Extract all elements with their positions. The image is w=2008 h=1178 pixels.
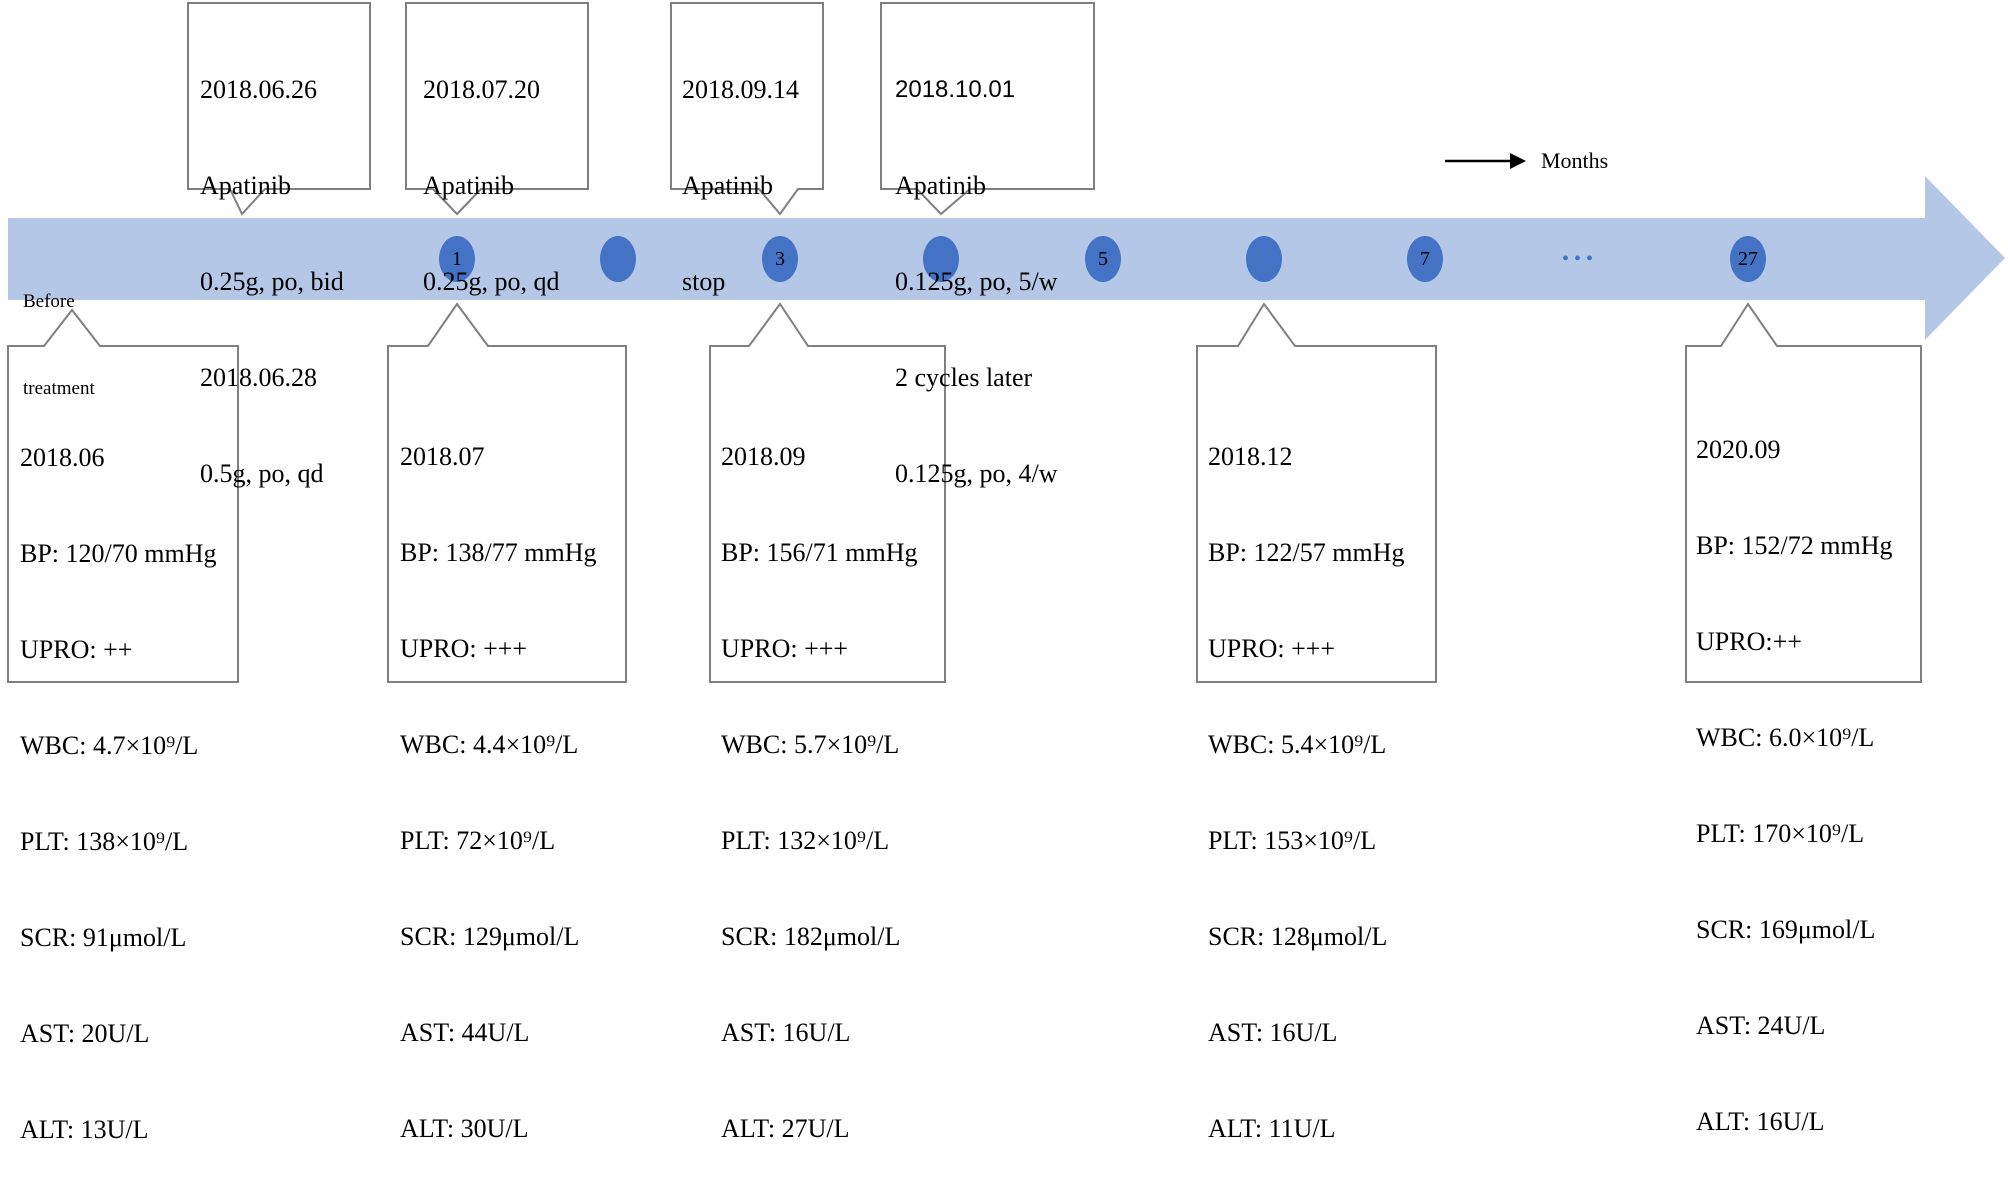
event-line: 0.125g, po, 5/w [895, 267, 1058, 296]
event-line: 2018.07.20 [423, 75, 540, 104]
event-line: WBC: 6.0×10⁹/L [1696, 723, 1875, 752]
event-line: Apatinib [200, 171, 291, 200]
event-line: 2018.06.26 [200, 75, 317, 104]
legend-label: Months [1541, 148, 1609, 173]
event-line: SCR: 169μmol/L [1696, 915, 1876, 944]
event-line: 0.125g, po, 4/w [895, 459, 1058, 488]
month-node [600, 236, 636, 282]
top-event-3: 2018.09.14 Apatinib stop [682, 10, 799, 330]
event-line: WBC: 5.7×10⁹/L [721, 730, 900, 759]
event-line: ALT: 13U/L [20, 1115, 149, 1144]
ellipsis-dots: • • • [1562, 248, 1594, 270]
bottom-event-1: 2018.06 BP: 120/70 mmHg UPRO: ++ WBC: 4.… [20, 378, 216, 1178]
event-line: ALT: 27U/L [721, 1114, 850, 1143]
bottom-event-3: 2018.09 BP: 156/71 mmHg UPRO: +++ WBC: 5… [721, 377, 917, 1177]
event-line: SCR: 91μmol/L [20, 923, 187, 952]
event-line: PLT: 138×10⁹/L [20, 827, 189, 856]
event-line: PLT: 132×10⁹/L [721, 826, 890, 855]
top-event-1: 2018.06.26 Apatinib 0.25g, po, bid 2018.… [200, 10, 344, 522]
bottom-event-4: 2018.12 BP: 122/57 mmHg UPRO: +++ WBC: 5… [1208, 377, 1404, 1177]
event-line: 2020.09 [1696, 435, 1781, 464]
timeline-diagram [7, 2, 2005, 683]
event-line: ALT: 11U/L [1208, 1114, 1336, 1143]
event-line: UPRO:++ [1696, 627, 1802, 656]
month-node [923, 236, 959, 282]
event-line: AST: 16U/L [721, 1018, 851, 1047]
month-node [1246, 236, 1282, 282]
event-line: PLT: 72×10⁹/L [400, 826, 556, 855]
event-line: WBC: 5.4×10⁹/L [1208, 730, 1387, 759]
before-treatment-line1: Before [23, 291, 75, 312]
bottom-event-2: 2018.07 BP: 138/77 mmHg UPRO: +++ WBC: 4… [400, 377, 596, 1177]
event-line: 0.5g, po, qd [200, 459, 324, 488]
event-line: BP: 152/72 mmHg [1696, 531, 1893, 560]
event-line: 2018.06 [20, 443, 105, 472]
top-event-2: 2018.07.20 Apatinib 0.25g, po, qd [423, 10, 560, 330]
month-node [439, 236, 475, 282]
event-line: Apatinib [423, 171, 514, 200]
month-node [1085, 236, 1121, 282]
top-callout-2 [405, 2, 589, 216]
event-line: 2018.09.14 [682, 75, 799, 104]
event-line: AST: 16U/L [1208, 1018, 1338, 1047]
event-line: UPRO: +++ [721, 634, 849, 663]
top-callout-4 [880, 2, 1095, 216]
event-line: AST: 20U/L [20, 1019, 150, 1048]
top-event-4: 2018.10.01 Apatinib 0.125g, po, 5/w 2 cy… [895, 10, 1058, 522]
event-line: SCR: 128μmol/L [1208, 922, 1388, 951]
month-node [1407, 236, 1443, 282]
month-node [1730, 236, 1766, 282]
bottom-callout-4 [1196, 302, 1437, 683]
event-line: PLT: 153×10⁹/L [1208, 826, 1377, 855]
event-line: ALT: 16U/L [1696, 1107, 1825, 1136]
event-line: 2018.07 [400, 442, 485, 471]
month-label: 27 [1738, 248, 1758, 270]
event-line: BP: 138/77 mmHg [400, 538, 597, 567]
bottom-callout-1 [7, 308, 239, 683]
event-line: PLT: 170×10⁹/L [1696, 819, 1865, 848]
month-label: 3 [775, 248, 785, 270]
top-callout-1 [187, 2, 371, 216]
event-line: 2018.12 [1208, 442, 1293, 471]
bottom-callout-3 [709, 302, 946, 683]
event-line: SCR: 182μmol/L [721, 922, 901, 951]
event-line: BP: 156/71 mmHg [721, 538, 918, 567]
event-line: UPRO: +++ [400, 634, 528, 663]
top-callout-3 [670, 2, 824, 216]
event-line: 0.25g, po, qd [423, 267, 560, 296]
event-line: AST: 24U/L [1696, 1011, 1826, 1040]
event-line: SCR: 129μmol/L [400, 922, 580, 951]
event-line: 0.25g, po, bid [200, 267, 344, 296]
legend-arrow-icon [1445, 153, 1526, 169]
month-node [762, 236, 798, 282]
event-line: AST: 44U/L [400, 1018, 530, 1047]
timeline-arrow [8, 176, 2005, 340]
event-line: WBC: 4.4×10⁹/L [400, 730, 579, 759]
event-line: stop [682, 267, 726, 296]
event-line: UPRO: +++ [1208, 634, 1336, 663]
before-treatment-label: Before treatment [23, 229, 95, 432]
event-line: Apatinib [895, 171, 986, 200]
event-line: BP: 120/70 mmHg [20, 539, 217, 568]
bottom-callout-2 [387, 302, 627, 683]
month-label: 5 [1098, 248, 1108, 270]
month-nodes [439, 236, 1766, 282]
event-line: 2018.06.28 [200, 363, 317, 392]
event-line: WBC: 4.7×10⁹/L [20, 731, 199, 760]
month-label: 1 [452, 248, 462, 270]
month-label: 7 [1420, 248, 1430, 270]
before-treatment-line2: treatment [23, 378, 95, 399]
event-line: 2 cycles later [895, 363, 1033, 392]
event-line: Apatinib [682, 171, 773, 200]
event-line: ALT: 30U/L [400, 1114, 529, 1143]
event-line: 2018.09 [721, 442, 806, 471]
event-line: UPRO: ++ [20, 635, 133, 664]
event-line: 2018.10.01 [895, 76, 1016, 103]
bottom-event-5: 2020.09 BP: 152/72 mmHg UPRO:++ WBC: 6.0… [1696, 370, 1892, 1170]
bottom-callout-5 [1685, 302, 1922, 683]
event-line: BP: 122/57 mmHg [1208, 538, 1405, 567]
